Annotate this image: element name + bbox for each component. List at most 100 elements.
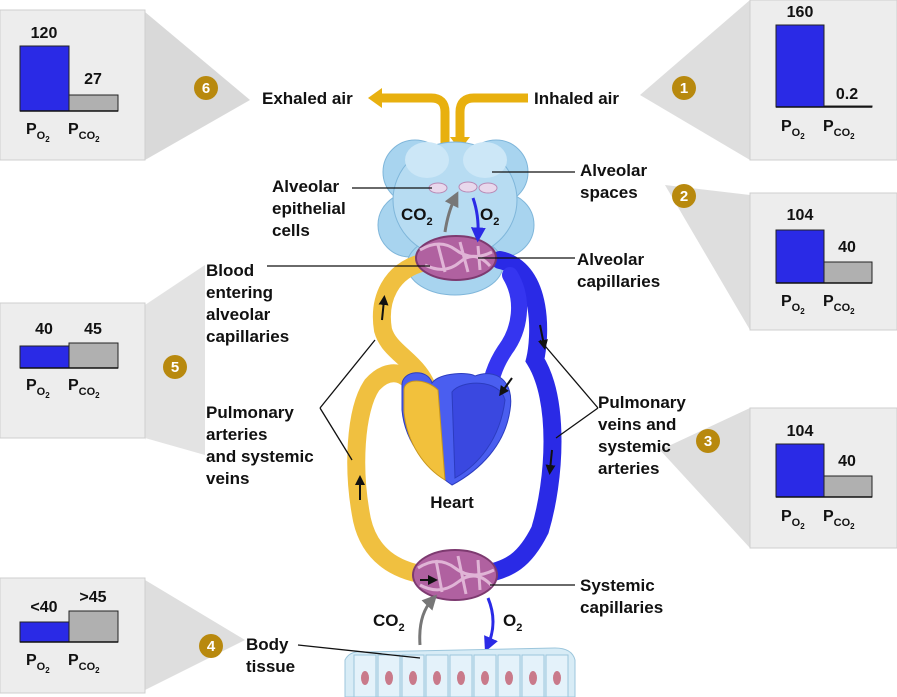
svg-text:5: 5	[171, 359, 179, 376]
panel-4-po2-bar	[19, 621, 70, 643]
circulation	[347, 235, 562, 601]
pulmonary-artery-vessel	[373, 253, 439, 404]
tissue-cell-nucleus	[433, 671, 441, 685]
badge-4: 4	[199, 634, 223, 658]
panel-1-po2-value: 160	[787, 4, 814, 21]
axis-label-po2: PO2	[781, 508, 805, 531]
systemic-capillaries-label-2: capillaries	[580, 598, 663, 617]
body-tissue	[344, 647, 576, 697]
alveolar-spaces-label-1: Alveolar	[580, 161, 647, 180]
panel-4: <40 >45	[0, 577, 245, 694]
tissue-cell-nucleus	[481, 671, 489, 685]
pulmonary-arteries-label-4: veins	[206, 469, 249, 488]
co2-label-tissue: CO2	[373, 611, 405, 634]
pulmonary-arteries-label-1: Pulmonary	[206, 403, 294, 422]
alveolar-capillaries-label-1: Alveolar	[577, 250, 644, 269]
alveolar-spaces-label-2: spaces	[580, 183, 638, 202]
leader-lines	[267, 171, 599, 659]
o2-label-tissue: O2	[503, 611, 522, 634]
axis-label-pco2: PCO2	[68, 377, 100, 400]
pulmonary-arteries-label-2: arteries	[206, 425, 267, 444]
panel-4-pco2-value: >45	[79, 589, 106, 606]
axis-label-po2: PO2	[26, 121, 50, 144]
tissue-cell-nucleus	[457, 671, 465, 685]
badge-2: 2	[672, 184, 696, 208]
panel-5-po2-bar	[19, 345, 70, 369]
panel-5-pco2-value: 45	[84, 321, 102, 338]
axis-label-pco2: PCO2	[68, 121, 100, 144]
panel-3: 104 40	[660, 407, 897, 549]
panel-2-po2-value: 104	[787, 207, 814, 224]
co2-label-lung: CO2	[401, 205, 433, 228]
panel-4-po2-value: <40	[30, 599, 57, 616]
panel-1-pco2-value: 0.2	[836, 86, 858, 103]
panel-5-box	[0, 302, 146, 439]
axis-label-pco2: PCO2	[823, 118, 855, 141]
panel-2-po2-bar	[775, 229, 825, 284]
systemic-capillaries-label-1: Systemic	[580, 576, 655, 595]
o2-label-lung: O2	[480, 205, 499, 228]
axis-label-po2: PO2	[26, 377, 50, 400]
badge-6: 6	[194, 76, 218, 100]
badge-3: 3	[696, 429, 720, 453]
panel-3-pco2-value: 40	[838, 453, 856, 470]
callout-wedge-3	[660, 408, 750, 548]
svg-text:4: 4	[207, 638, 216, 655]
panel-6-po2-bar	[19, 45, 70, 112]
alveolar-epithelial-label-2: epithelial	[272, 199, 346, 218]
panel-1: 160 0.2	[640, 0, 897, 161]
svg-text:1: 1	[680, 80, 688, 97]
panel-1-po2-bar	[775, 24, 825, 108]
callout-wedge-1	[640, 0, 750, 160]
tissue-cell-nucleus	[505, 671, 513, 685]
heart-label: Heart	[430, 493, 474, 512]
body-tissue-label-2: tissue	[246, 657, 295, 676]
tissue-cell-nucleus	[409, 671, 417, 685]
badge-5: 5	[163, 355, 187, 379]
tissue-cell-nucleus	[553, 671, 561, 685]
systemic-vein-vessel	[347, 364, 434, 584]
panel-6-pco2-value: 27	[84, 71, 102, 88]
panel-3-po2-bar	[775, 443, 825, 498]
axis-label-po2: PO2	[781, 118, 805, 141]
panel-5-po2-value: 40	[35, 321, 53, 338]
panel-3-po2-value: 104	[787, 423, 814, 440]
axis-label-pco2: PCO2	[68, 652, 100, 675]
co2-diffusion-arrow-tissue	[418, 594, 438, 646]
panel-6: 120 27	[0, 9, 250, 161]
alveolar-capillaries-label-2: capillaries	[577, 272, 660, 291]
axis-label-po2: PO2	[26, 652, 50, 675]
tissue-cell-nucleus	[529, 671, 537, 685]
pulmonary-veins-label-2: veins and	[598, 415, 676, 434]
panel-5-pco2-bar	[68, 342, 119, 369]
pulmonary-arteries-label-3: and systemic	[206, 447, 314, 466]
callout-wedge-2	[665, 185, 750, 330]
panel-2: 104 40	[665, 185, 897, 331]
panel-6-pco2-bar	[68, 94, 119, 112]
tissue-cell-nucleus	[361, 671, 369, 685]
co2-diffusion-arrow-lung	[443, 191, 459, 233]
svg-text:2: 2	[680, 188, 688, 205]
badge-1: 1	[672, 76, 696, 100]
panel-2-pco2-value: 40	[838, 239, 856, 256]
inhaled-air-label: Inhaled air	[534, 89, 619, 108]
svg-text:6: 6	[202, 80, 210, 97]
tissue-cell-nucleus	[385, 671, 393, 685]
exhaled-air-arrow	[368, 88, 450, 145]
panel-5: 40 45	[0, 265, 205, 455]
pulmonary-veins-label-1: Pulmonary	[598, 393, 686, 412]
panel-2-pco2-bar	[823, 261, 873, 284]
blood-entering-label-4: capillaries	[206, 327, 289, 346]
blood-entering-label-2: entering	[206, 283, 273, 302]
panel-6-po2-value: 120	[31, 25, 58, 42]
panel-3-pco2-bar	[823, 475, 873, 498]
systemic-artery-vessel	[471, 251, 562, 584]
exhaled-air-label: Exhaled air	[262, 89, 353, 108]
axis-label-group: PO2 PCO2 PO2 PCO2 PO2 PCO2 PO2 PCO2 PO2 …	[26, 118, 855, 675]
o2-diffusion-arrow-tissue	[484, 597, 498, 652]
body-tissue-label-1: Body	[246, 635, 289, 654]
alveolar-epithelial-label-3: cells	[272, 221, 310, 240]
blood-entering-label-1: Blood	[206, 261, 254, 280]
axis-label-pco2: PCO2	[823, 508, 855, 531]
